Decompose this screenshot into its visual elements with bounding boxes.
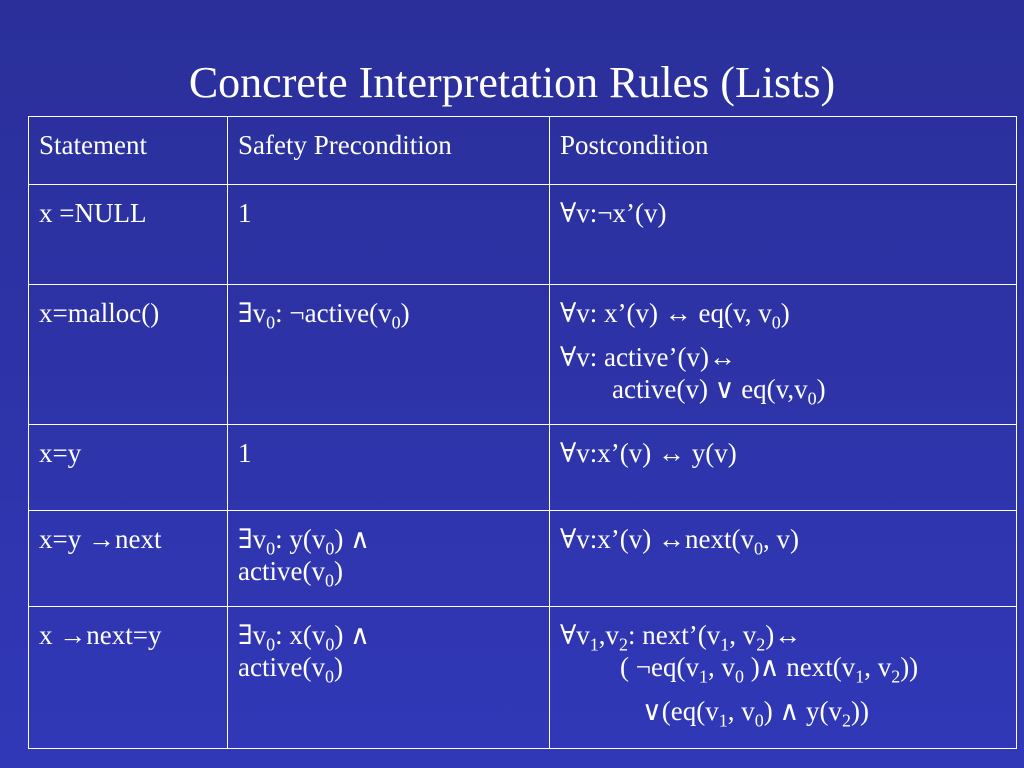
postcondition-cell: ∀v:x’(v) ↔next(v0, v) xyxy=(549,510,1017,607)
precondition-cell: ∃v0: x(v0) ∧ active(v0) xyxy=(227,606,550,749)
header-postcondition: Postcondition xyxy=(549,116,1017,185)
statement-cell: x=malloc() xyxy=(28,284,228,425)
postcondition-cell: ∀v:¬x’(v) xyxy=(549,184,1017,285)
precondition-cell: ∃v0: ¬active(v0) xyxy=(227,284,550,425)
statement-cell: x=y xyxy=(28,424,228,511)
header-precondition: Safety Precondition xyxy=(227,116,550,185)
slide-title: Concrete Interpretation Rules (Lists) xyxy=(188,58,836,107)
postcondition-cell: ∀v1,v2: next’(v1, v2)↔ ( ¬eq(v1, v0 )∧ n… xyxy=(549,606,1017,749)
precondition-cell: 1 xyxy=(227,184,550,285)
table-row: x=y 1 ∀v:x’(v) ↔ y(v) xyxy=(28,424,1017,511)
precondition-cell: ∃v0: y(v0) ∧ active(v0) xyxy=(227,510,550,607)
header-statement: Statement xyxy=(28,116,228,185)
table-row: x =NULL 1 ∀v:¬x’(v) xyxy=(28,184,1017,285)
statement-cell: x =NULL xyxy=(28,184,228,285)
rules-table: Statement Safety Precondition Postcondit… xyxy=(28,116,1017,749)
table-header-row: Statement Safety Precondition Postcondit… xyxy=(28,116,1017,185)
postcondition-cell: ∀v: x’(v) ↔ eq(v, v0) ∀v: active’(v)↔ ac… xyxy=(549,284,1017,425)
precondition-cell: 1 xyxy=(227,424,550,511)
table-row: x →next=y ∃v0: x(v0) ∧ active(v0) ∀v1,v2… xyxy=(28,606,1017,749)
postcondition-cell: ∀v:x’(v) ↔ y(v) xyxy=(549,424,1017,511)
statement-cell: x →next=y xyxy=(28,606,228,749)
table-row: x=y →next ∃v0: y(v0) ∧ active(v0) ∀v:x’(… xyxy=(28,510,1017,607)
statement-cell: x=y →next xyxy=(28,510,228,607)
table-row: x=malloc() ∃v0: ¬active(v0) ∀v: x’(v) ↔ … xyxy=(28,284,1017,425)
